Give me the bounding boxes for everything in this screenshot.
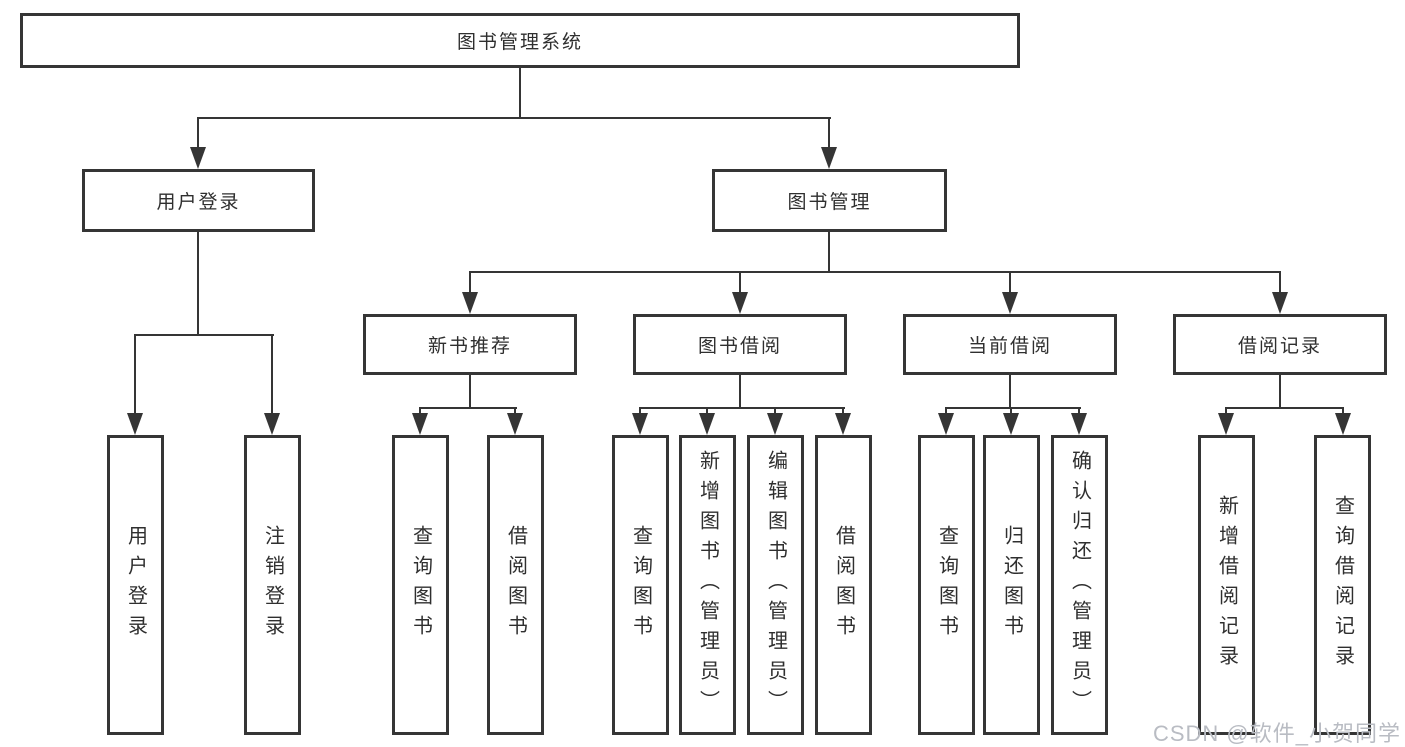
node-root-label: 图书管理系统 [456, 32, 583, 53]
connector-line [271, 334, 273, 415]
arrowhead-down-icon [1003, 413, 1019, 435]
connector-line [469, 271, 1281, 273]
connector-line [739, 375, 741, 408]
leaf-current-query-books-label: 查询图书 [935, 525, 958, 645]
arrowhead-down-icon [1071, 413, 1087, 435]
csdn-watermark: CSDN @软件_小贺同学 [1152, 721, 1401, 746]
connector-line [514, 407, 516, 415]
leaf-user-login: 用户登录 [107, 435, 164, 735]
arrowhead-down-icon [835, 413, 851, 435]
arrowhead-down-icon [767, 413, 783, 435]
connector-line [134, 334, 136, 415]
leaf-user-login-label: 用户登录 [124, 525, 147, 645]
node-new-book-recommend: 新书推荐 [363, 314, 577, 375]
connector-line [1009, 375, 1011, 408]
connector-line [945, 407, 1081, 409]
connector-line [828, 117, 830, 150]
arrowhead-down-icon [1335, 413, 1351, 435]
connector-line [945, 407, 947, 415]
arrowhead-down-icon [264, 413, 280, 435]
connector-line [1342, 407, 1344, 415]
leaf-borrow-borrow-books-label: 借阅图书 [832, 525, 855, 645]
connector-line [469, 271, 471, 294]
leaf-records-add-record-label: 新增借阅记录 [1215, 495, 1238, 675]
leaf-newbook-query-books-label: 查询图书 [409, 525, 432, 645]
node-book-management-label: 图书管理 [787, 192, 872, 213]
connector-line [134, 334, 274, 336]
leaf-current-query-books: 查询图书 [918, 435, 975, 735]
connector-line [828, 232, 830, 272]
node-book-management: 图书管理 [712, 169, 947, 232]
connector-line [1010, 407, 1012, 415]
arrowhead-down-icon [821, 147, 837, 169]
leaf-borrow-edit-book-admin-label: 编辑图书（管理员） [764, 450, 787, 720]
arrowhead-down-icon [1002, 292, 1018, 314]
connector-line [419, 407, 517, 409]
connector-line [1225, 407, 1227, 415]
connector-line [469, 375, 471, 408]
connector-line [419, 407, 421, 415]
connector-line [1078, 407, 1080, 415]
leaf-borrow-add-book-admin-label: 新增图书（管理员） [696, 450, 719, 720]
leaf-borrow-borrow-books: 借阅图书 [815, 435, 872, 735]
connector-line [519, 68, 521, 118]
arrowhead-down-icon [507, 413, 523, 435]
arrowhead-down-icon [699, 413, 715, 435]
connector-line [197, 117, 199, 150]
node-root: 图书管理系统 [20, 13, 1020, 68]
node-current-borrow-label: 当前借阅 [967, 336, 1052, 357]
leaf-borrow-add-book-admin: 新增图书（管理员） [679, 435, 736, 735]
node-current-borrow: 当前借阅 [903, 314, 1117, 375]
leaf-newbook-query-books: 查询图书 [392, 435, 449, 735]
arrowhead-down-icon [1218, 413, 1234, 435]
arrowhead-down-icon [732, 292, 748, 314]
leaf-borrow-query-books-label: 查询图书 [629, 525, 652, 645]
leaf-current-confirm-return-admin: 确认归还（管理员） [1051, 435, 1108, 735]
connector-line [639, 407, 845, 409]
connector-line [639, 407, 641, 415]
node-user-login: 用户登录 [82, 169, 315, 232]
leaf-borrow-query-books: 查询图书 [612, 435, 669, 735]
arrowhead-down-icon [462, 292, 478, 314]
connector-line [1225, 407, 1344, 409]
connector-line [1279, 271, 1281, 294]
leaf-current-return-books-label: 归还图书 [1000, 525, 1023, 645]
node-borrow-records-label: 借阅记录 [1237, 336, 1322, 357]
node-borrow-records: 借阅记录 [1173, 314, 1387, 375]
arrowhead-down-icon [127, 413, 143, 435]
arrowhead-down-icon [190, 147, 206, 169]
connector-line [1009, 271, 1011, 294]
arrowhead-down-icon [632, 413, 648, 435]
leaf-newbook-borrow-books: 借阅图书 [487, 435, 544, 735]
leaf-current-confirm-return-admin-label: 确认归还（管理员） [1068, 450, 1091, 720]
leaf-logout-login-label: 注销登录 [261, 525, 284, 645]
connector-line [197, 232, 199, 335]
node-new-book-recommend-label: 新书推荐 [427, 336, 512, 357]
leaf-current-return-books: 归还图书 [983, 435, 1040, 735]
connector-line [1279, 375, 1281, 408]
node-book-borrow: 图书借阅 [633, 314, 847, 375]
leaf-borrow-edit-book-admin: 编辑图书（管理员） [747, 435, 804, 735]
connector-line [739, 271, 741, 294]
leaf-logout-login: 注销登录 [244, 435, 301, 735]
node-book-borrow-label: 图书借阅 [697, 336, 782, 357]
leaf-records-query-record-label: 查询借阅记录 [1331, 495, 1354, 675]
node-user-login-label: 用户登录 [156, 192, 241, 213]
connector-line [197, 117, 831, 119]
connector-line [706, 407, 708, 415]
leaf-newbook-borrow-books-label: 借阅图书 [504, 525, 527, 645]
connector-line [774, 407, 776, 415]
leaf-records-add-record: 新增借阅记录 [1198, 435, 1255, 735]
arrowhead-down-icon [412, 413, 428, 435]
arrowhead-down-icon [938, 413, 954, 435]
connector-line [842, 407, 844, 415]
leaf-records-query-record: 查询借阅记录 [1314, 435, 1371, 735]
arrowhead-down-icon [1272, 292, 1288, 314]
